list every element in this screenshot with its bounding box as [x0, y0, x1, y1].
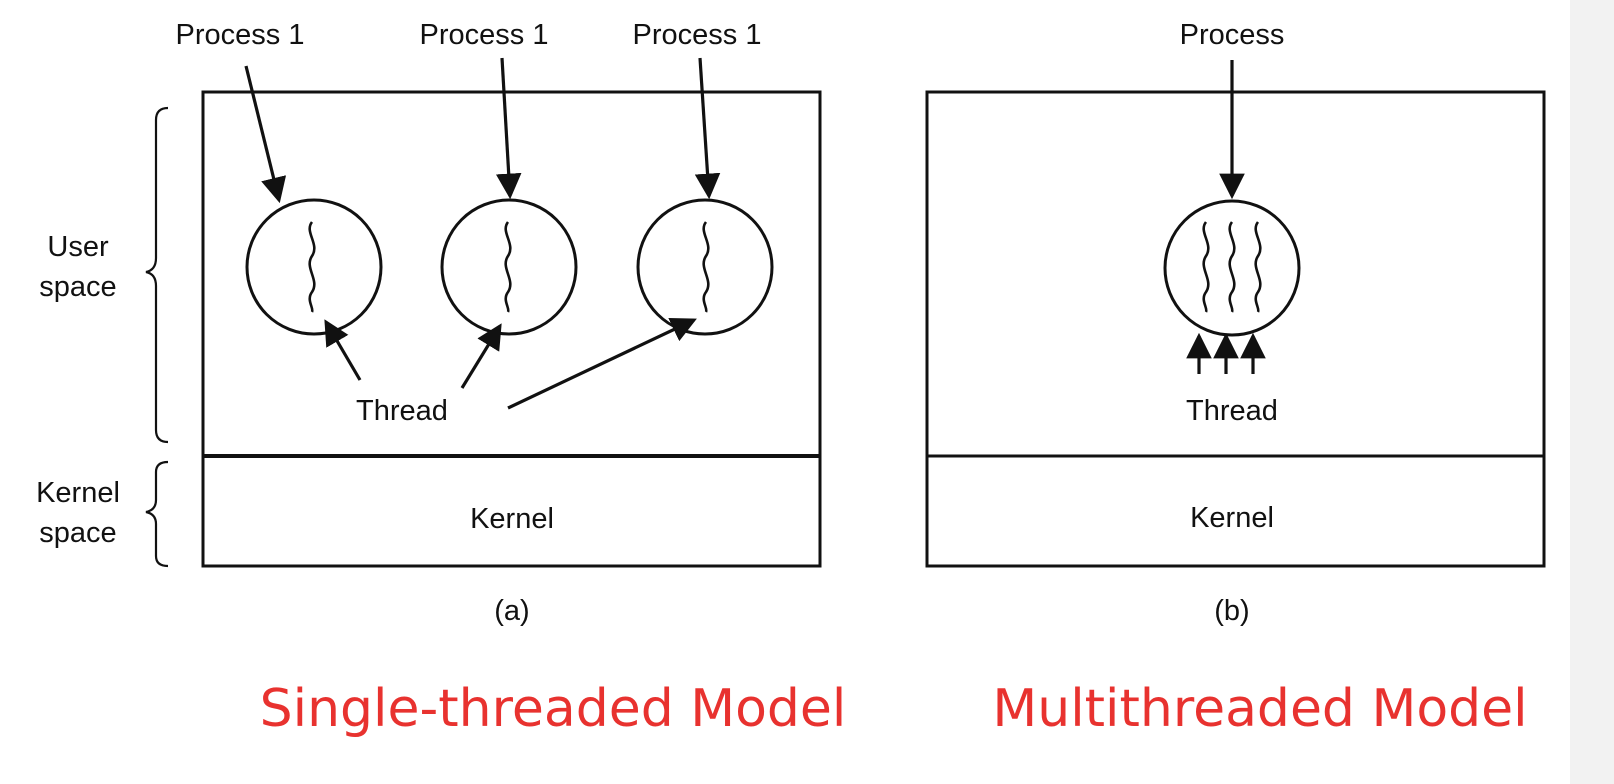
- panel-a-process-arrow-3: [694, 57, 721, 200]
- panel-a-thread-3: [702, 221, 710, 313]
- panel-b-thread-label: Thread: [1186, 395, 1278, 427]
- panel-b-process-label: Process: [1180, 19, 1285, 51]
- kernel-space-label-line1: Kernel: [36, 477, 120, 509]
- user-space-label-line2: space: [39, 271, 116, 303]
- panel-a-process-circle-1: [245, 198, 383, 336]
- panel-b-process-circle: [1163, 199, 1301, 337]
- panel-b-thread-3: [1254, 221, 1262, 313]
- panel-a: Kernel Process 1 Process 1 Process 1 Thr…: [176, 19, 822, 627]
- panel-a-kernel-label: Kernel: [470, 503, 554, 535]
- panel-a-process-circle-3: [636, 198, 774, 336]
- panel-a-process-arrow-1: [244, 65, 287, 204]
- panel-a-thread-arrow-2: [460, 323, 502, 389]
- panel-a-process-arrow-2: [495, 57, 522, 200]
- single-threaded-caption: Single-threaded Model: [260, 679, 847, 739]
- panel-b-thread-2: [1228, 221, 1236, 313]
- kernel-space-label-line2: space: [39, 517, 116, 549]
- user-space-brace: [145, 106, 169, 444]
- panel-a-thread-label: Thread: [356, 395, 448, 427]
- multithreaded-caption: Multithreaded Model: [992, 679, 1527, 739]
- kernel-space-brace: [145, 460, 169, 568]
- panel-a-thread-2: [504, 221, 512, 313]
- panel-a-process-label-3: Process 1: [633, 19, 762, 51]
- panel-a-thread-1: [308, 221, 316, 313]
- panel-a-process-label-1: Process 1: [176, 19, 305, 51]
- panel-a-thread-arrow-3: [507, 318, 697, 410]
- panel-a-process-label-2: Process 1: [420, 19, 549, 51]
- panel-b-sublabel: (b): [1214, 595, 1249, 627]
- panel-b-thread-1: [1202, 221, 1210, 313]
- panel-b-kernel-label: Kernel: [1190, 502, 1274, 534]
- panel-a-user-space-box: [201, 90, 822, 458]
- panel-a-sublabel: (a): [494, 595, 529, 627]
- right-edge-strip: [1570, 0, 1614, 784]
- panel-a-thread-arrow-1: [324, 319, 362, 381]
- panel-a-kernel-box: [201, 454, 822, 568]
- user-space-label-line1: User: [47, 231, 109, 263]
- panel-a-process-circle-2: [440, 198, 578, 336]
- panel-b-kernel-box: [925, 454, 1546, 568]
- panel-b: Kernel Process Thread (b): [925, 19, 1546, 627]
